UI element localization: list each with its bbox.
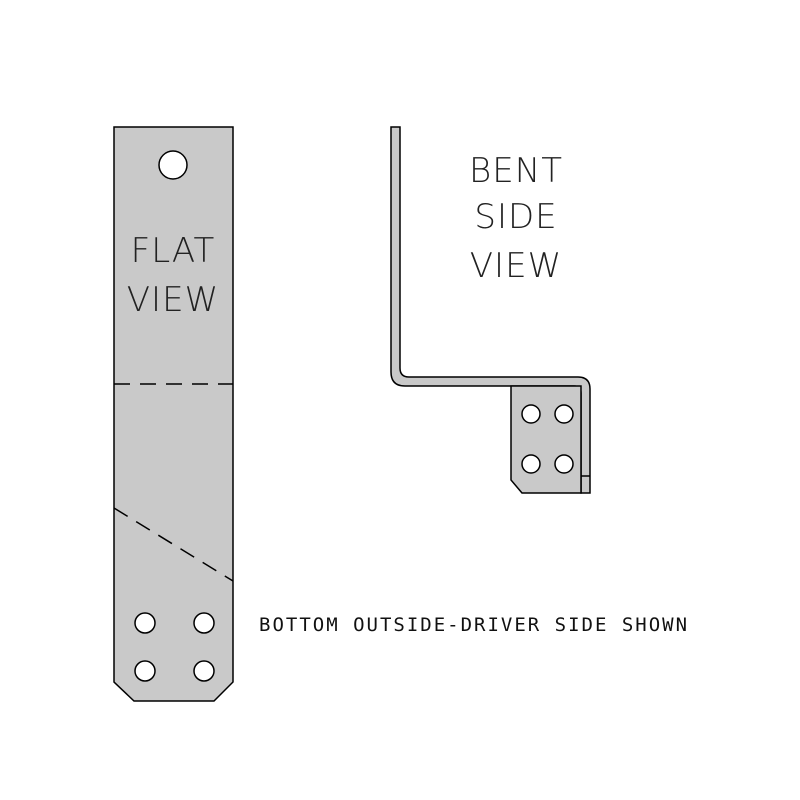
flat-view-label-line1: FLAT: [131, 231, 216, 271]
flat-view-strap: FLAT VIEW: [113, 126, 234, 702]
bent-profile-outline: [390, 126, 591, 494]
tab-hole-top-right: [554, 404, 574, 424]
bent-side-view: BENT SIDE VIEW: [390, 126, 591, 494]
flat-view-label-line2: VIEW: [127, 280, 219, 320]
bent-view-label-line2: SIDE: [474, 197, 557, 237]
bent-view-label-line1: BENT: [469, 151, 563, 191]
diagonal-bend-line-dashed: [113, 507, 234, 582]
bottom-hole-bottom-left: [134, 660, 156, 682]
flat-strap-outline: [113, 126, 234, 702]
tab-hole-top-left: [521, 404, 541, 424]
bottom-hole-top-right: [193, 612, 215, 634]
bent-tab-face: [510, 385, 582, 494]
orientation-note: BOTTOM OUTSIDE-DRIVER SIDE SHOWN: [259, 614, 689, 636]
bottom-hole-top-left: [134, 612, 156, 634]
bottom-hole-bottom-right: [193, 660, 215, 682]
tab-hole-bottom-right: [554, 454, 574, 474]
tab-hole-bottom-left: [521, 454, 541, 474]
bent-view-label-line3: VIEW: [470, 246, 562, 286]
top-mounting-hole: [158, 150, 188, 180]
